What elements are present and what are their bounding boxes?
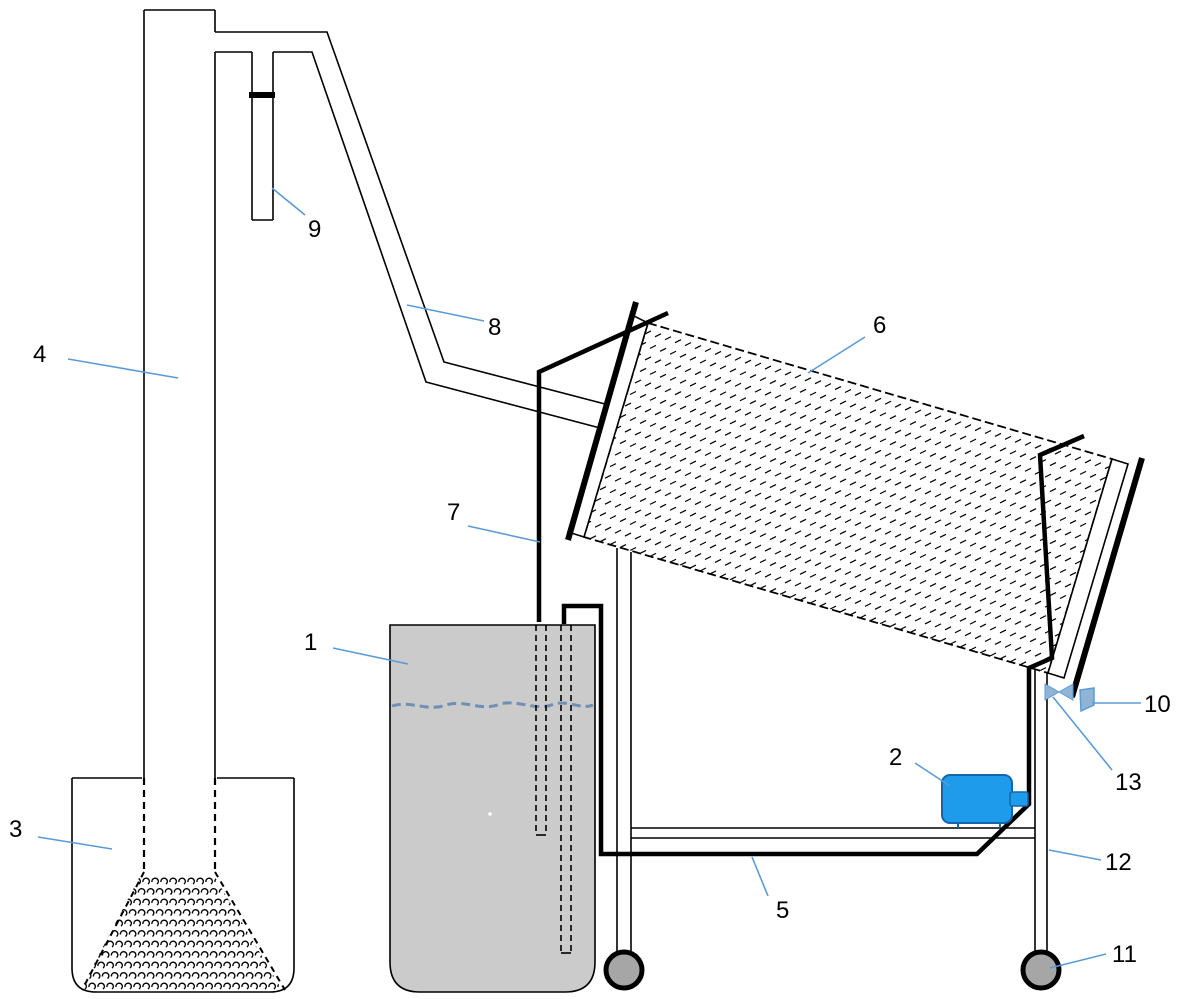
leader-7 [467,525,541,543]
callout-8: 8 [488,314,501,341]
callout-6: 6 [873,312,886,339]
drain-valve [1044,683,1074,701]
pump-motor [941,774,1029,828]
wheels [603,949,1062,991]
wheel-right [1020,949,1062,991]
callout-4: 4 [33,341,46,368]
leader-12 [1048,849,1102,861]
callout-10: 10 [1144,691,1171,718]
drop-column [143,9,216,778]
water-tank [389,624,596,993]
wheel-left [603,949,645,991]
leader-lines [37,187,1141,969]
callout-9: 9 [308,216,321,243]
leader-9 [271,187,306,216]
callout-1: 1 [304,629,317,656]
callout-13: 13 [1115,769,1142,796]
callout-7: 7 [447,499,460,526]
callout-labels: 1 2 3 4 5 6 7 8 9 10 11 12 13 [9,216,1171,968]
callout-5: 5 [776,897,789,924]
spray-pipe [536,310,669,622]
leader-3 [37,836,113,850]
leader-1 [332,647,409,665]
leader-13 [1052,696,1113,771]
leader-8 [406,304,485,322]
leader-2 [914,762,951,787]
leader-5 [751,856,769,897]
callout-11: 11 [1112,941,1137,968]
callout-3: 3 [9,816,22,843]
rotating-drum [565,301,1145,698]
leader-4 [67,358,179,379]
callout-2: 2 [889,744,902,771]
leader-6 [807,336,866,374]
return-pipe [561,433,1085,857]
outlet-nozzle [1079,687,1095,713]
collection-container [71,777,295,993]
leader-11 [1049,953,1107,969]
callout-12: 12 [1105,849,1132,876]
feed-pipe [215,31,606,429]
support-frame [616,548,1048,952]
sampling-tube [249,52,275,221]
